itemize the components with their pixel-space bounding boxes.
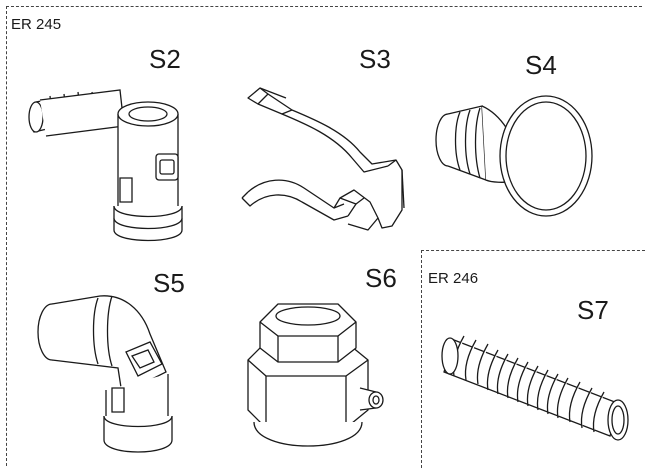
s7-pipe-body bbox=[444, 336, 620, 436]
s7-end-openings bbox=[442, 338, 628, 440]
group-frame-er245 bbox=[6, 6, 642, 466]
s3-pipe-clip-drawing bbox=[236, 80, 411, 240]
s6-top-hex bbox=[260, 304, 356, 362]
s5-outlet-collar bbox=[104, 374, 172, 452]
s2-release-button bbox=[156, 154, 178, 180]
part-label-s4: S4 bbox=[525, 50, 557, 80]
s2-body bbox=[114, 102, 182, 241]
s3-upper-hook bbox=[248, 88, 292, 114]
s4-end-cap-drawing bbox=[430, 84, 595, 229]
part-label-s7: S7 bbox=[577, 295, 609, 325]
group-label-er246: ER 246 bbox=[428, 270, 479, 287]
s6-side-nozzle bbox=[360, 388, 383, 410]
s3-clamp-arms bbox=[242, 110, 404, 230]
s7-flexible-pipe-drawing bbox=[440, 320, 635, 445]
part-label-s3: S3 bbox=[359, 44, 391, 74]
part-label-s5: S5 bbox=[153, 268, 185, 298]
s4-spigot bbox=[436, 106, 486, 180]
s2-side-branch bbox=[29, 90, 124, 136]
s2-tee-fitting-drawing bbox=[20, 80, 190, 250]
part-label-s2: S2 bbox=[149, 44, 181, 74]
s5-release-button bbox=[126, 342, 162, 376]
s5-elbow-fitting-drawing bbox=[26, 290, 191, 460]
part-label-s6: S6 bbox=[365, 263, 397, 293]
s6-hex-cap-drawing bbox=[238, 292, 388, 457]
group-frame-er246 bbox=[421, 250, 645, 468]
group-label-er245: ER 245 bbox=[11, 16, 62, 33]
s4-cap-disc bbox=[482, 96, 592, 216]
s6-base-nut bbox=[248, 342, 368, 446]
